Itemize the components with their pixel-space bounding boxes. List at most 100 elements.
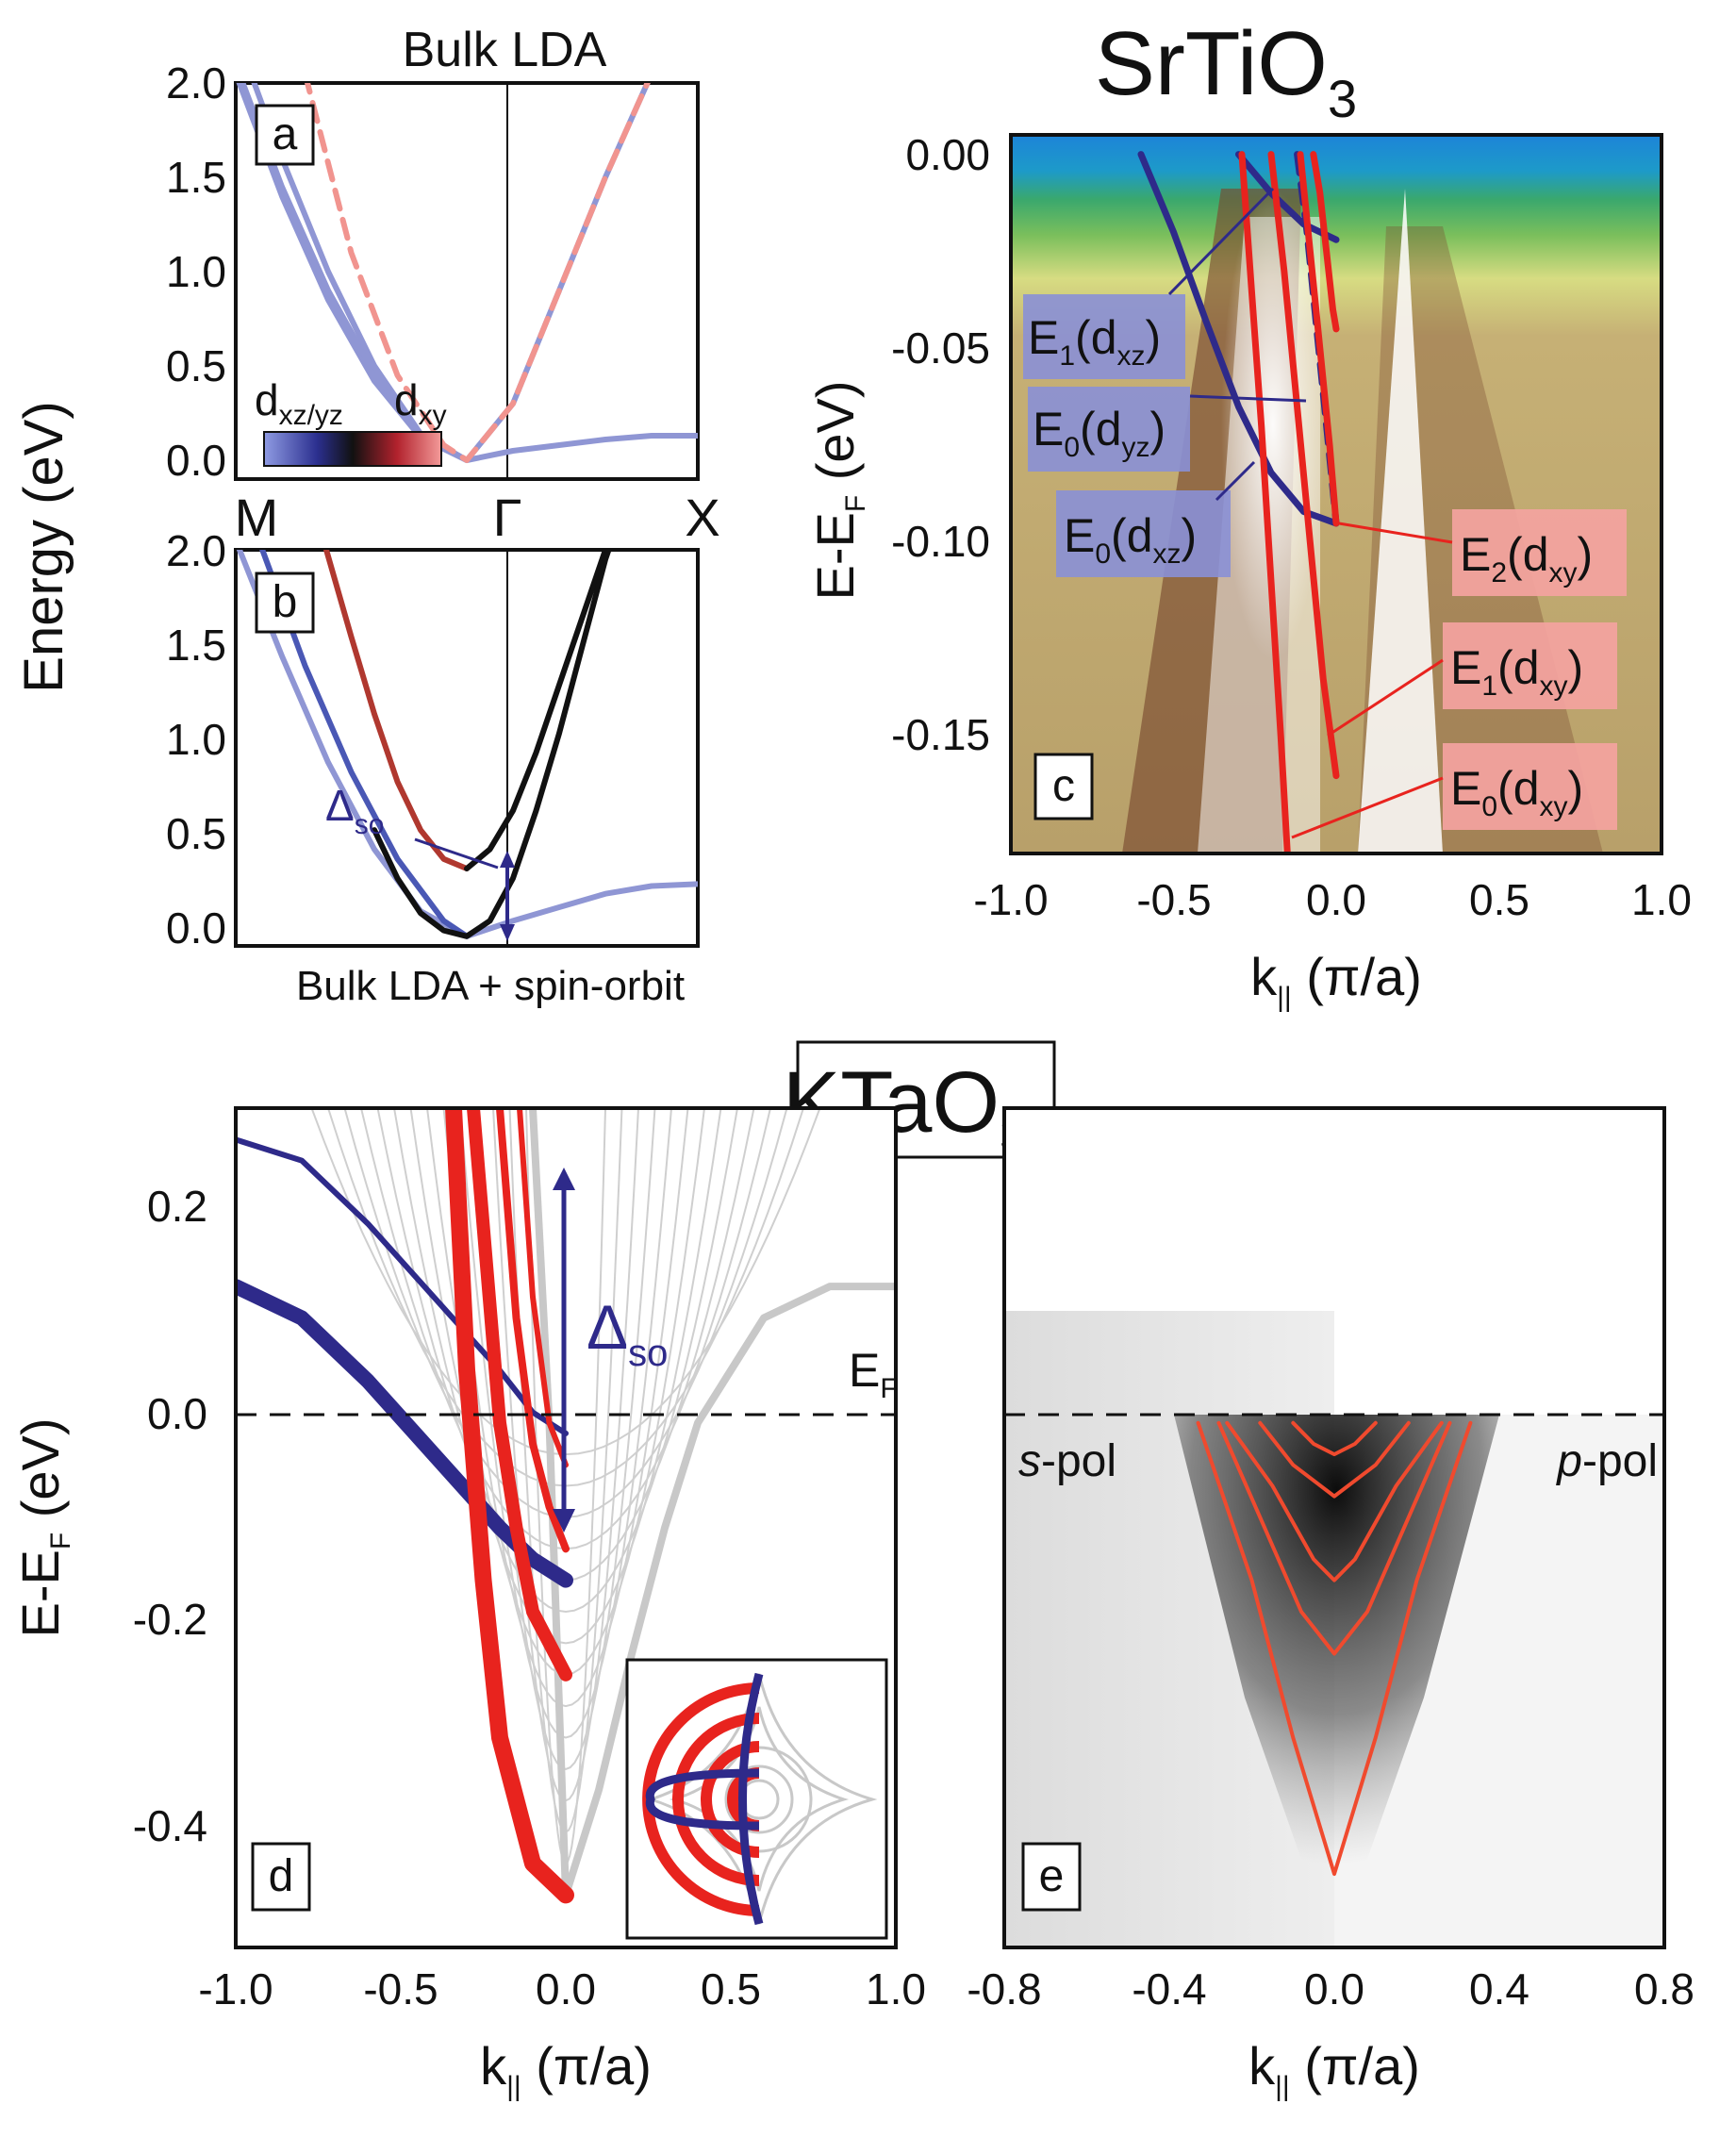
delta-so-arrow-head-up: [500, 851, 515, 868]
panel-b-ytick-labels: 2.0 1.5 1.0 0.5 0.0: [166, 526, 226, 953]
band-line-c-0: [1137, 151, 1340, 527]
band-label-text: E0(dxy): [1450, 762, 1583, 822]
ytick-label: 1.0: [166, 247, 226, 296]
band-line-e-4: [1291, 1420, 1378, 1457]
ytick-label: 0.0: [147, 1389, 207, 1438]
panel-e-frame: [1002, 1106, 1666, 1949]
panel-d-xtick-labels: -1.0 -0.5 0.0 0.5 1.0: [198, 1964, 926, 2013]
panel-c-white-band-right: [1358, 189, 1443, 853]
panel-a: Bulk LDA 2.0 1.5 1.0 0.5 0.0 a dxz/yz dx…: [166, 23, 720, 547]
panel-e-label: e: [1039, 1851, 1065, 1901]
grey-band-line: [459, 1108, 672, 1739]
band-line-c-6: [1310, 151, 1340, 333]
band-label-pointer: [1189, 394, 1307, 403]
delta-so-label: Δso: [325, 781, 384, 840]
ytick-label: 0.00: [905, 130, 990, 179]
xtick-label: 1.0: [1631, 875, 1692, 924]
xtick-M: M: [235, 488, 279, 547]
panel-d-xlabel: k|| (π/a): [480, 2036, 652, 2102]
panel-c-label: c: [1052, 761, 1075, 811]
panel-b-bands: [236, 550, 698, 939]
band-label-pointer: [1291, 776, 1444, 839]
panel-d-ef-label: EF: [849, 1344, 898, 1404]
panel-c-frame: [1009, 133, 1663, 855]
band-label-pointer: [1167, 187, 1275, 296]
panel-c-ytick-labels: 0.00 -0.05 -0.10 -0.15: [891, 130, 990, 759]
xtick-label: 0.0: [1304, 1964, 1364, 2013]
spol-label: s-pol: [1018, 1436, 1116, 1486]
xtick-label: -0.5: [363, 1964, 438, 2013]
ytick-label: -0.15: [891, 710, 990, 759]
band-line-c-4: [1267, 151, 1340, 780]
panel-b-label: b: [273, 577, 298, 627]
panel-d-delta-head-up: [553, 1168, 575, 1190]
ytick-label: 0.5: [166, 809, 226, 858]
ytick-label: -0.10: [891, 517, 990, 566]
grey-band-line: [393, 1108, 738, 1614]
xtick-label: -1.0: [973, 875, 1048, 924]
band-line-b-4: [372, 550, 612, 939]
panel-d-delta-label: Δso: [587, 1292, 668, 1374]
xtick-label: -1.0: [198, 1964, 273, 2013]
band-label-pointer: [1327, 658, 1444, 737]
panel-e-xtick-labels: -0.8 -0.4 0.0 0.4 0.8: [967, 1964, 1695, 2013]
panel-a-label-box: [255, 104, 315, 166]
panel-c-ylabel: E-EF (eV): [805, 380, 871, 600]
panel-e: s-pol p-pol -0.8 -0.4 0.0 0.4 0.8 k|| (π…: [967, 1106, 1695, 2102]
sto-title: SrTiO3: [1095, 13, 1357, 128]
panel-d: EF Δso: [10, 1106, 926, 2102]
band-label-box: [1023, 294, 1185, 379]
band-label-box: [1452, 509, 1627, 596]
band-line-d-1: [236, 1279, 573, 1588]
band-label-E0-dyz: E0(dyz): [1028, 387, 1307, 472]
band-line-e-0: [1196, 1420, 1473, 1877]
band-line-d-4: [467, 1108, 572, 1682]
band-line-d-5: [496, 1108, 570, 1553]
band-label-E1-dxy: E1(dxy): [1327, 622, 1617, 737]
band-label-box: [1443, 743, 1617, 830]
inset-blue-ellipses: [645, 1672, 764, 1926]
band-line-c-2: [1235, 151, 1340, 243]
panel-d-bands: [236, 1108, 896, 1904]
band-label-pointer: [1215, 460, 1256, 502]
band-label-box: [1028, 387, 1190, 472]
panel-b-title: Bulk LDA + spin-orbit: [296, 963, 685, 1009]
band-label-box: [1443, 622, 1617, 709]
panel-e-label-box: [1021, 1842, 1082, 1912]
band-line-b-3: [464, 550, 609, 871]
ytick-label: 0.0: [166, 436, 226, 485]
delta-so-arrow-head-down: [500, 924, 515, 941]
band-line-c-5: [1297, 151, 1340, 527]
xtick-X: X: [685, 488, 719, 547]
panel-a-title: Bulk LDA: [403, 23, 607, 77]
panel-e-xlabel: k|| (π/a): [1248, 2036, 1420, 2102]
band-line-d-3: [445, 1108, 574, 1904]
band-label-text: E0(dyz): [1033, 403, 1166, 463]
ppol-label: p-pol: [1555, 1436, 1658, 1486]
xtick-label: -0.5: [1136, 875, 1211, 924]
panel-d-label-box: [251, 1842, 311, 1912]
band-line-e-3: [1258, 1420, 1411, 1499]
panel-d-delta-head-down: [553, 1509, 575, 1533]
ytick-label: 2.0: [166, 58, 226, 108]
xtick-Gamma: Γ: [493, 488, 522, 547]
panel-c-xtick-labels: -1.0 -0.5 0.0 0.5 1.0: [973, 875, 1692, 924]
panel-b-label-box: [255, 572, 315, 634]
xtick-label: 0.4: [1469, 1964, 1529, 2013]
xtick-label: 1.0: [866, 1964, 926, 2013]
xtick-label: 0.5: [1469, 875, 1529, 924]
band-line-a-3: [304, 83, 651, 463]
ytick-label: 0.0: [166, 903, 226, 953]
colorbar-left-label: dxz/yz: [255, 375, 343, 431]
ytick-label: 2.0: [166, 526, 226, 575]
band-line-e-2: [1225, 1420, 1444, 1582]
band-label-E0-dxz: E0(dxz): [1056, 460, 1256, 577]
band-label-E2-dxy: E2(dxy): [1338, 509, 1627, 596]
ytick-label: -0.2: [133, 1595, 207, 1644]
panel-d-ytick-labels: 0.2 0.0 -0.2 -0.4: [133, 1182, 207, 1850]
ytick-label: 0.2: [147, 1182, 207, 1231]
panel-d-frame: [234, 1106, 898, 1949]
band-label-pointer: [1338, 522, 1453, 544]
panel-c-xlabel: k|| (π/a): [1250, 947, 1422, 1013]
